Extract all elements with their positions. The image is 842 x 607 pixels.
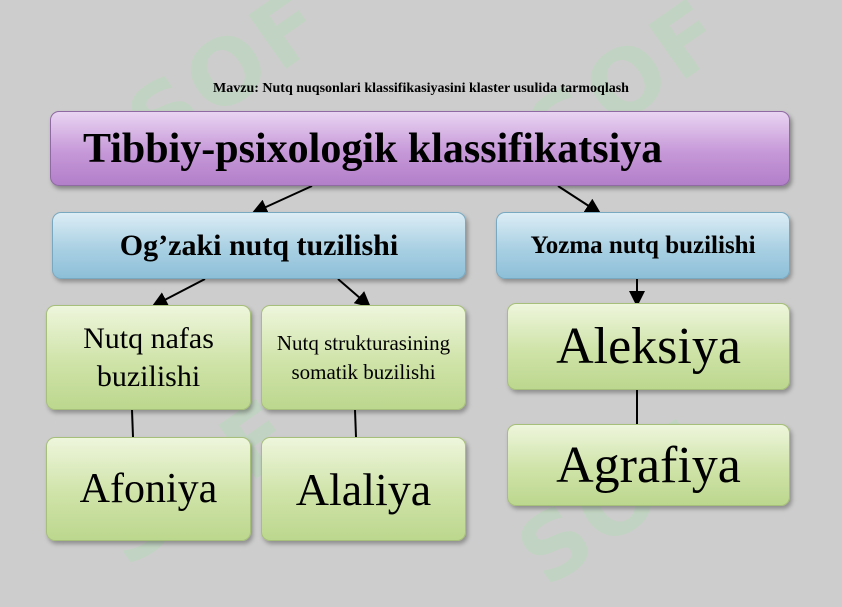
arrow-root-oral [251,185,313,215]
line-somatic-alalia [354,409,357,438]
aphonia-node: Afoniya [46,437,251,541]
root-node: Tibbiy-psixologik klassifikatsiya [50,111,790,186]
arrow-root-written [557,185,602,215]
oral-node: Og’zaki nutq tuzilishi [52,212,466,279]
somatic-node: Nutq strukturasining somatik buzilishi [261,305,466,410]
line-breath-aphonia [131,409,134,438]
alexia-node: Aleksiya [507,303,790,390]
root-label: Tibbiy-psixologik klassifikatsiya [83,125,663,172]
alalia-node: Alaliya [261,437,466,541]
arrow-oral-breath [151,278,206,307]
somatic-label: Nutq strukturasining somatik buzilishi [276,331,451,384]
aphonia-label: Afoniya [79,466,218,512]
alalia-label: Alaliya [295,463,432,515]
agraphia-node: Agrafiya [507,424,790,506]
written-label: Yozma nutq buzilishi [530,231,756,259]
oral-label: Og’zaki nutq tuzilishi [119,228,399,262]
alexia-label: Aleksiya [556,318,741,375]
subject-heading: Mavzu: Nutq nuqsonlari klassifikasiyasin… [213,81,629,96]
agraphia-label: Agrafiya [556,436,741,494]
written-node: Yozma nutq buzilishi [496,212,790,279]
arrow-oral-somatic [337,278,372,308]
breath-label: Nutq nafas buzilishi [83,322,214,393]
breath-node: Nutq nafas buzilishi [46,305,251,410]
